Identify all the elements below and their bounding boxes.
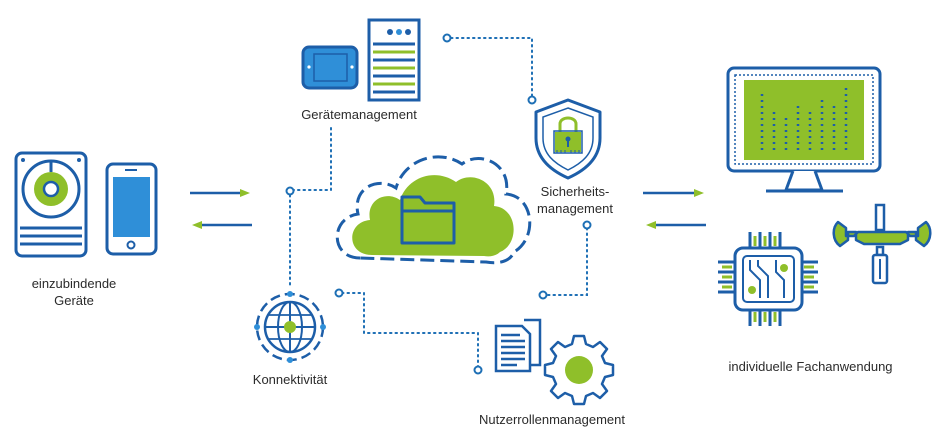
tablet-icon [301, 45, 359, 90]
devices-label-line1: einzubindende [31, 276, 117, 291]
document-icon [494, 318, 542, 373]
devices-label: einzubindende Geräte [14, 275, 134, 309]
gear-icon [543, 334, 615, 406]
security-label-line2: management [537, 201, 613, 216]
hard-drive-icon [14, 151, 88, 258]
chip-icon [718, 232, 818, 326]
devices-label-line2: Geräte [54, 293, 94, 308]
arrows-right [643, 189, 706, 229]
connector-endpoints [285, 33, 592, 375]
monitor-bars [760, 88, 848, 150]
globe-network-icon [254, 291, 326, 363]
cloud-folder-icon [335, 155, 532, 265]
shield-lock-icon [534, 98, 602, 180]
wrench-screwdriver-icon [832, 203, 932, 285]
security-label-line1: Sicherheits- [540, 184, 610, 199]
monitor-chart-icon [726, 66, 882, 193]
connector-server-security [450, 37, 533, 97]
connector-devmgmt-hub [291, 127, 332, 191]
connection-lines [289, 37, 588, 369]
connector-security-bottom [545, 227, 588, 296]
security-management-label: Sicherheits- management [520, 183, 630, 217]
connectivity-label: Konnektivität [252, 372, 328, 387]
user-roles-label: Nutzerrollenmanagement [479, 412, 625, 427]
connector-globe-userroles [341, 292, 479, 369]
server-icon [367, 18, 421, 102]
arrows-left [190, 189, 252, 229]
application-label: individuelle Fachanwendung [728, 359, 893, 374]
smartphone-icon [105, 162, 158, 256]
device-management-label: Gerätemanagement [301, 107, 417, 122]
